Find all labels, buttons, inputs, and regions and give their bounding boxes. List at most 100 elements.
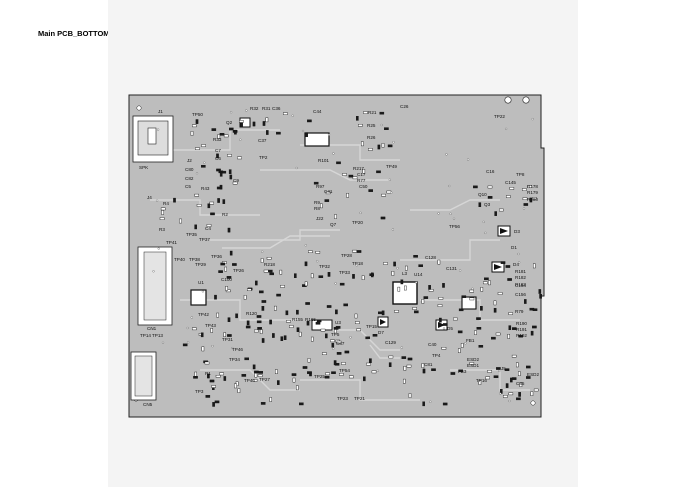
smd-pad [421,299,425,304]
smd-pad [263,269,269,273]
smd-pad [372,334,378,337]
smd-pad [315,322,321,325]
via [517,252,520,256]
smd-pad [476,317,481,320]
smd-pad [523,203,529,206]
via [161,341,165,344]
via [355,264,358,267]
smd-pad [487,370,492,373]
smd-pad [214,400,220,404]
label-q3: Q3 [484,202,491,207]
smd-pad [211,385,217,388]
smd-pad [240,122,243,128]
smd-pad [401,356,407,359]
label-r77: R77 [357,178,366,183]
smd-pad [341,362,346,365]
label-r33: R33 [213,137,222,142]
via [471,287,474,290]
label-tp49: TP49 [386,164,397,169]
smd-pad [355,321,360,324]
smd-pad [336,352,342,355]
smd-pad [480,287,484,292]
label-tp42: TP42 [198,312,209,317]
mounting-hole [504,96,512,104]
smd-pad [507,278,512,281]
smd-pad [407,357,413,361]
smd-pad [423,296,429,299]
smd-pad [473,185,478,189]
label-tp25: TP25 [314,374,325,379]
diode-d7 [377,316,389,328]
smd-pad [308,250,313,254]
smd-pad [276,293,281,297]
smd-pad [356,250,362,253]
label-c5: C5 [185,184,191,189]
smd-pad [201,144,206,147]
via [391,228,394,231]
mounting-hole [136,105,142,111]
label-c17: C17 [357,172,366,177]
smd-pad [533,388,539,392]
smd-pad [458,369,464,373]
smd-pad [326,305,332,308]
smd-pad [343,303,349,307]
label-tp35: TP35 [186,232,197,237]
label-d1: D1 [511,245,517,250]
smd-pad [331,342,335,348]
via [245,109,248,112]
label-q2: Q2 [226,120,233,125]
smd-pad [352,274,355,279]
smd-pad [344,350,350,354]
smd-pad [211,128,217,131]
via [327,133,331,136]
smd-pad [275,369,278,375]
via [437,212,440,215]
smd-pad [394,310,399,313]
via [211,345,214,348]
label-c44: C44 [313,109,322,114]
label-c4: C4 [205,226,211,231]
smd-pad [302,366,308,369]
smd-pad [256,320,262,324]
mounting-hole [522,96,530,104]
label-c82: C82 [185,176,194,181]
via [484,231,487,234]
smd-pad [453,317,458,321]
smd-pad [216,153,219,159]
smd-pad [269,319,272,325]
label-tp27: TP27 [259,377,270,382]
smd-pad [307,371,312,374]
smd-pad [218,270,223,273]
smd-pad [291,373,297,376]
smd-pad [320,203,323,209]
smd-pad [289,325,294,328]
ic-u14 [392,281,418,305]
smd-pad [257,327,262,330]
label-c87: C87 [336,341,345,346]
label-c16: C16 [486,169,495,174]
smd-pad [509,187,515,190]
smd-pad [478,380,482,385]
smd-pad [529,197,533,203]
smd-pad [191,124,197,128]
label-r190: R190 [516,321,527,326]
smd-pad [333,360,337,365]
smd-pad [254,370,259,374]
smd-pad [196,204,202,207]
label-c154: C154 [515,283,526,288]
smd-pad [227,334,232,337]
smd-pad [322,352,327,356]
label-r101: R101 [318,158,329,163]
label-tp38: TP38 [189,257,200,262]
smd-pad [259,290,264,294]
smd-pad [246,320,250,326]
smd-pad [324,375,330,379]
label-r183: R183 [515,282,526,287]
smd-pad [461,295,467,299]
smd-pad [388,355,394,359]
label-tp28: TP28 [341,253,352,258]
via [231,347,234,350]
smd-pad [194,224,198,230]
label-tp37: TP37 [199,237,210,242]
via [152,270,155,273]
